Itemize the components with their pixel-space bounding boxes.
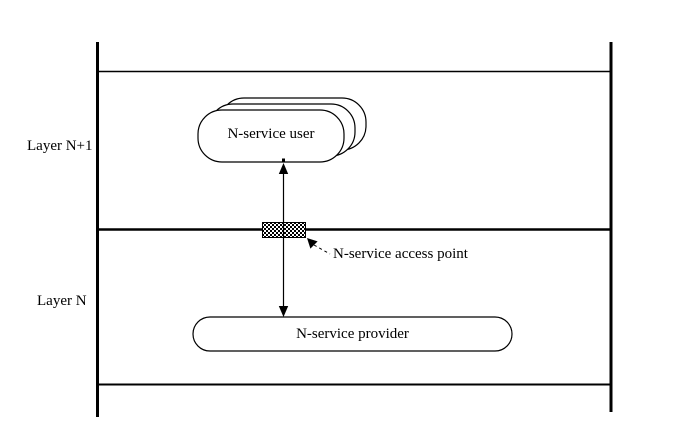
arrowhead-down-icon [278,306,289,317]
service-provider-box [192,316,513,352]
service-access-point-label: N-service access point [333,246,468,262]
arrowhead-up-icon [278,163,289,174]
double-arrow [278,158,289,317]
service-user-label: N-service user [227,126,315,142]
layer-lower-label: Layer N [37,293,87,309]
layer-upper-label: Layer N+1 [27,138,93,154]
access-point-pointer-arrow [307,238,331,255]
pointer-dashed-line [313,244,331,255]
arrow-anchor-dot [282,158,285,162]
service-user-box-front [197,109,345,163]
arrowhead-upleft-icon [307,238,318,249]
service-provider-label: N-service provider [296,326,409,342]
